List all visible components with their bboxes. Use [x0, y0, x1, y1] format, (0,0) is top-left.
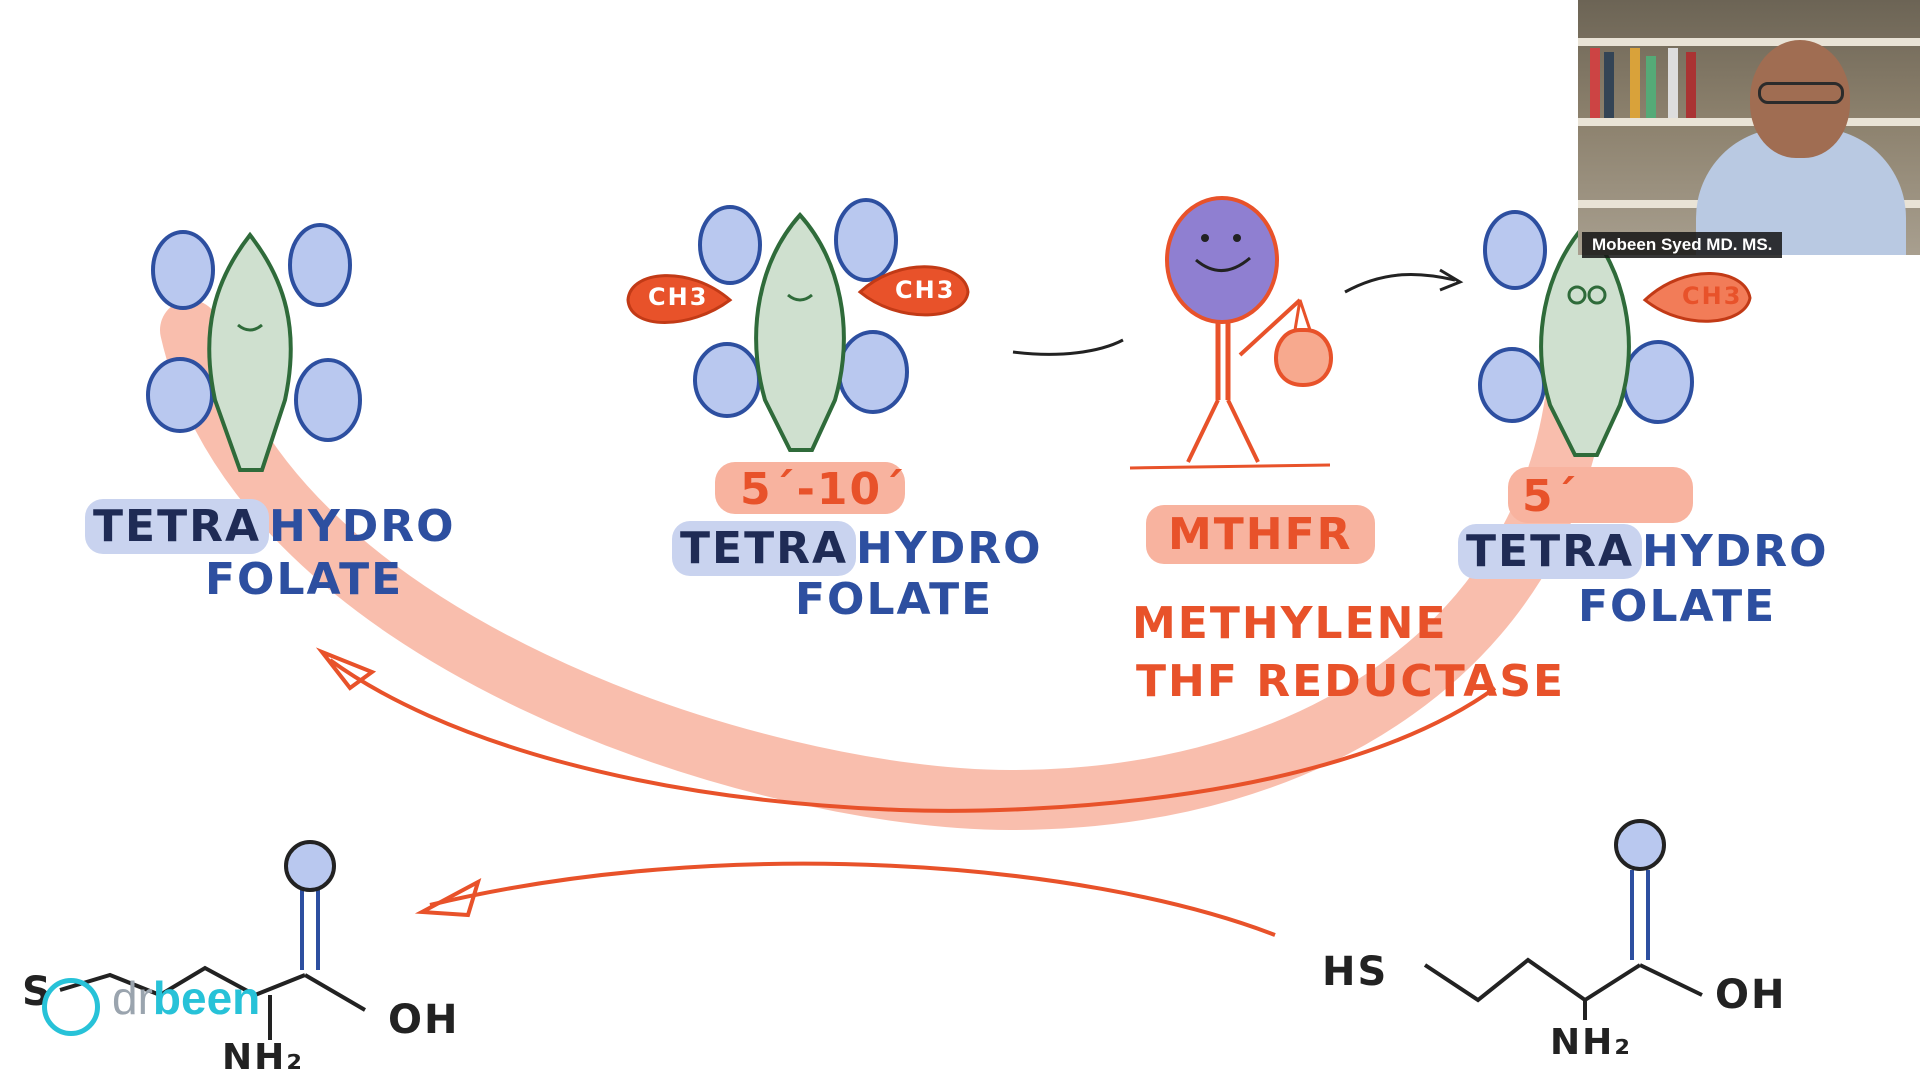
presenter-webcam — [1578, 0, 1920, 255]
water-drop-icon — [834, 198, 898, 282]
drbeen-logo-icon — [42, 978, 100, 1036]
hydro-text: HYDRO — [1642, 526, 1829, 577]
tree-eye — [1587, 285, 1607, 305]
book — [1590, 48, 1600, 118]
mthfr-highlight: MTHFR — [1146, 505, 1375, 564]
thf-drawing — [146, 223, 362, 472]
logo-prefix: dr — [112, 972, 153, 1024]
tree-face — [237, 323, 263, 332]
methylene-thf-drawing — [626, 198, 970, 514]
logo-suffix: been — [152, 972, 261, 1024]
tetra-highlight: TETRA — [85, 499, 270, 554]
methylation-arrow-head — [414, 877, 482, 918]
methyl-bubble-icon — [626, 274, 733, 324]
tree-eye — [1567, 285, 1587, 305]
enzyme-character-icon — [1129, 196, 1331, 470]
methyl-label-right: CH3 — [895, 276, 956, 304]
right-amine-label: NH₂ — [1550, 1022, 1633, 1063]
methyl-label-left: CH3 — [648, 283, 709, 311]
money-bag-icon — [1274, 299, 1333, 388]
bookshelf-board — [1578, 118, 1920, 126]
arrow-head — [1439, 268, 1464, 292]
methyl-thf-line2: FOLATE — [1578, 581, 1777, 632]
right-structure-drawing — [1423, 819, 1703, 1020]
methyl-bubble-icon — [1642, 272, 1752, 323]
methyl-prefix: 5´ — [1522, 471, 1579, 522]
methyl-thf-drawing — [1478, 210, 1752, 523]
hydro-text: HYDRO — [269, 501, 456, 552]
prefix-highlight — [1508, 467, 1693, 523]
thf-label-line2: FOLATE — [205, 554, 404, 605]
tetra-highlight: TETRA — [672, 521, 857, 576]
book — [1686, 52, 1696, 118]
water-drop-icon — [294, 358, 362, 442]
book — [1646, 56, 1656, 118]
methylation-arrow-line — [429, 861, 1276, 937]
water-drop-icon — [837, 330, 909, 414]
methyl-label-mol3: CH3 — [1682, 282, 1743, 310]
right-thiol-label: HS — [1322, 949, 1389, 995]
tree-icon — [754, 211, 846, 452]
tree-face — [787, 293, 813, 302]
book — [1604, 52, 1614, 118]
enzyme-abbrev: MTHFR — [1146, 505, 1375, 564]
water-drop-icon — [151, 230, 215, 310]
enzyme-name-line2: THF REDUCTASE — [1136, 656, 1566, 707]
recycle-arrow-line — [328, 658, 1497, 813]
right-acid-label: OH — [1715, 972, 1787, 1018]
arrow-icon — [1344, 273, 1456, 294]
left-structure-drawing — [59, 840, 367, 1040]
reaction-dash — [1012, 338, 1124, 356]
water-drop-icon — [698, 205, 762, 285]
book — [1668, 48, 1678, 118]
water-drop-icon — [1622, 340, 1694, 424]
tree-icon — [1539, 221, 1631, 457]
methyl-bubble-icon — [857, 265, 970, 317]
water-drop-icon — [1483, 210, 1547, 290]
tetra-highlight: TETRA — [1458, 524, 1643, 579]
book — [1630, 48, 1640, 118]
hydro-text: HYDRO — [856, 523, 1043, 574]
presenter-name-tag: Mobeen Syed MD. MS. — [1582, 232, 1783, 258]
water-drop-icon — [146, 357, 214, 433]
left-amine-label: NH₂ — [222, 1037, 305, 1078]
water-drop-icon — [1478, 347, 1546, 423]
presenter-glasses — [1758, 82, 1844, 104]
prefix-highlight — [715, 462, 905, 514]
drbeen-logo: drbeen — [112, 975, 260, 1021]
methylene-thf-line2: FOLATE — [795, 574, 994, 625]
water-drop-icon — [693, 342, 761, 418]
enzyme-name-line1: METHYLENE — [1132, 598, 1448, 649]
recycle-arc-highlight — [160, 300, 1605, 831]
methylene-prefix: 5´-10´ — [740, 464, 907, 515]
water-drop-icon — [288, 223, 352, 307]
left-acid-label: OH — [388, 997, 460, 1043]
tree-icon — [207, 231, 293, 472]
recycle-arrow-head — [315, 647, 377, 691]
bookshelf-board — [1578, 38, 1920, 46]
